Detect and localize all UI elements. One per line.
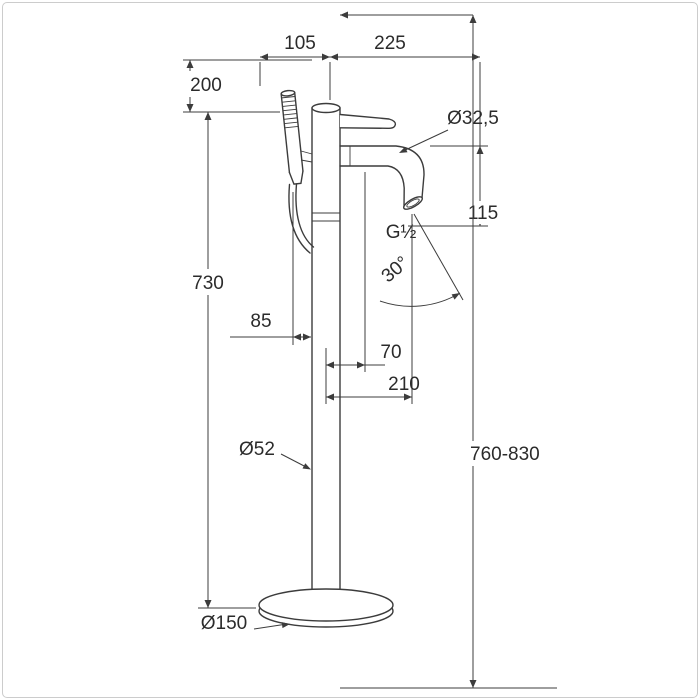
dim-label-115: 115 [468,203,498,224]
hand-shower-taper [288,170,304,185]
dim-outlet-offset-small: 70 [325,172,402,404]
dim-label-thread: G½ [386,222,417,243]
dim-column-height: 730 [188,112,256,609]
shower-holder [300,150,313,163]
column-top-cap [311,102,341,114]
label-thread: G½ [386,222,417,243]
faucet-drawing [258,89,425,628]
dim-label-column-diameter: Ø52 [239,439,275,460]
dim-top-offsets: 105 225 [259,33,481,146]
dim-label-base-diameter: Ø150 [201,613,247,634]
dim-label-70: 70 [380,342,401,363]
spout [339,145,425,210]
spout-outlet [403,196,423,210]
lever-handle [339,113,397,130]
dim-label-210: 210 [388,374,420,395]
faucet-column [311,102,341,591]
dim-shower-offset: 85 [230,192,311,345]
dim-label-730: 730 [192,273,224,294]
label-base-diameter: Ø150 [201,613,290,634]
base-plate [258,588,394,628]
dim-outlet-offset-large: 210 [326,214,420,404]
dim-label-105: 105 [284,33,316,54]
dim-label-angle: 30° [378,253,414,288]
hand-shower-grip-hatching [281,96,299,129]
dim-overall-height: 760-830 [340,11,557,689]
dim-label-85: 85 [250,311,271,332]
dim-label-overall-height: 760-830 [470,444,540,465]
hand-shower [280,89,304,185]
label-column-diameter: Ø52 [239,439,311,470]
spout-outlet-rim [406,198,420,208]
dim-label-200: 200 [190,75,222,96]
dim-hand-shower-height: 200 [183,59,312,113]
dim-label-225: 225 [374,33,406,54]
